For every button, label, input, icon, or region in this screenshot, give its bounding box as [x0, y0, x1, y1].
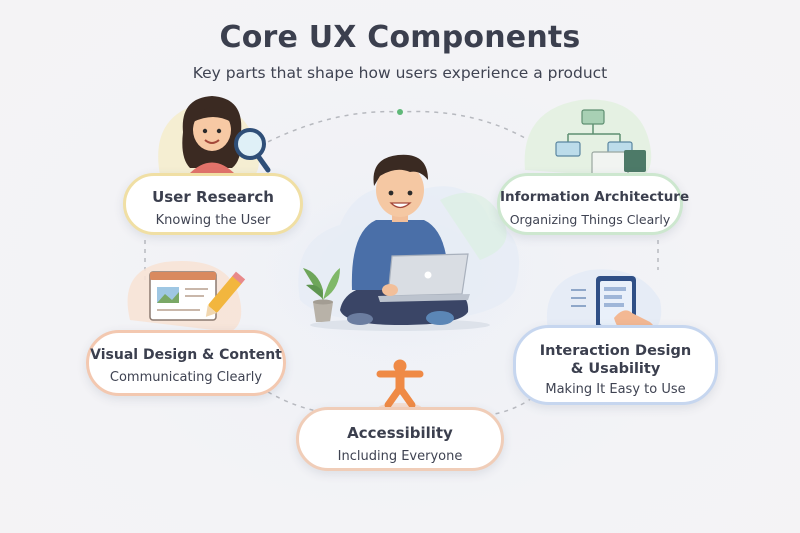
- potted-plant-icon: [303, 268, 340, 322]
- connector-dot: [397, 109, 403, 115]
- card-accessibility: Accessibility Including Everyone: [296, 407, 504, 471]
- card-title: Accessibility: [347, 424, 453, 442]
- card-title-line2: & Usability: [570, 361, 661, 377]
- card-subtitle: Communicating Clearly: [109, 370, 263, 385]
- page-title: Core UX Components: [219, 20, 581, 55]
- card-user-research: User Research Knowing the User: [123, 173, 303, 235]
- card-title: User Research: [152, 188, 274, 206]
- card-title-line1: Interaction Design: [539, 343, 692, 359]
- researcher-magnifier-icon: [158, 96, 271, 180]
- page-subtitle: Key parts that shape how users experienc…: [192, 64, 608, 82]
- browser-pencil-icon: [127, 261, 246, 332]
- person-with-laptop: [310, 154, 490, 331]
- card-subtitle: Organizing Things Clearly: [509, 212, 671, 227]
- card-subtitle: Making It Easy to Use: [545, 382, 686, 397]
- card-subtitle: Knowing the User: [155, 213, 271, 228]
- tablet-tap-icon: [546, 269, 662, 340]
- sitemap-folders-icon: [524, 99, 652, 178]
- accessibility-person-icon: [376, 359, 424, 413]
- card-visual-design: Visual Design & Content Communicating Cl…: [86, 330, 286, 396]
- card-interaction-design: Interaction Design & Usability Making It…: [513, 325, 718, 405]
- card-title: Visual Design & Content: [90, 347, 282, 363]
- card-subtitle: Including Everyone: [337, 449, 463, 464]
- center-cloud-green: [440, 192, 507, 260]
- card-information-architecture: Information Architecture Organizing Thin…: [497, 173, 690, 235]
- card-title: Information Architecture: [500, 189, 690, 205]
